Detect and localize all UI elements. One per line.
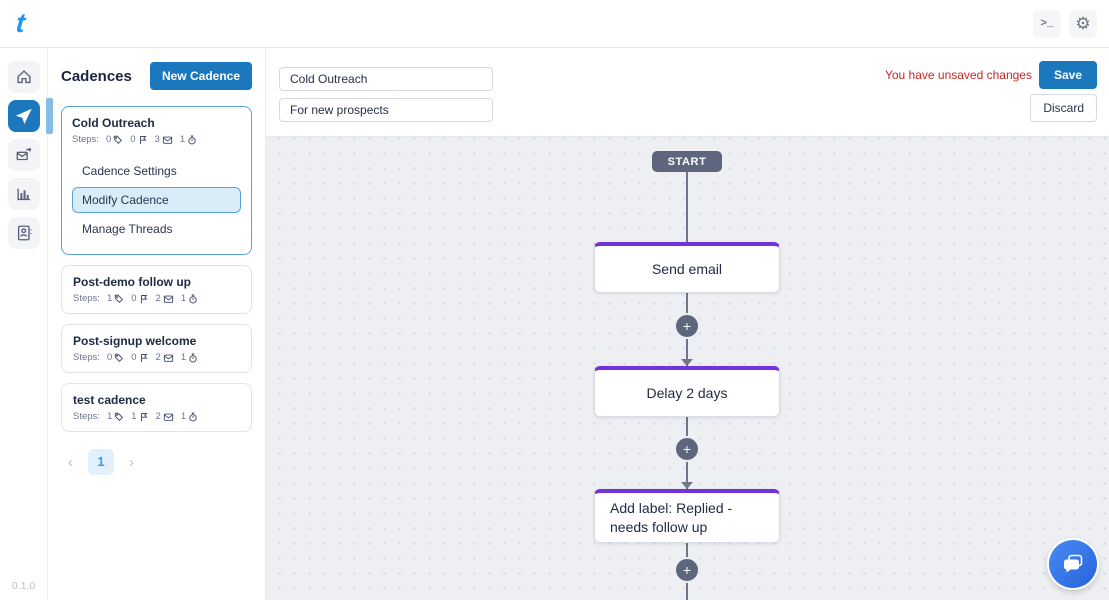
tag-icon [114,135,123,144]
timer-icon [189,294,197,303]
mail-icon [163,295,173,303]
cadence-title: Post-demo follow up [73,275,191,289]
cadence-steps-summary: Steps: 1 1 2 1 [73,411,240,422]
cadence-card-cold-outreach[interactable]: Cold Outreach Steps: 0 0 3 1 Cadence Set… [61,106,252,255]
mail-icon [163,354,173,362]
flow-node-delay[interactable]: Delay 2 days [594,366,780,417]
new-cadence-button[interactable]: New Cadence [149,62,252,90]
cadences-panel: Cadences New Cadence Cold Outreach Steps… [48,48,266,600]
home-icon [16,70,31,84]
pagination-next-button[interactable]: › [129,453,134,471]
sidebar-item-contacts[interactable] [7,217,40,249]
pagination-page-1[interactable]: 1 [88,449,114,475]
sidebar-item-threads[interactable] [7,139,40,171]
cadence-steps-summary: Steps: 1 0 2 1 [73,293,240,304]
menu-item-modify-cadence[interactable]: Modify Cadence [72,187,241,213]
tag-icon [115,294,124,303]
flow-node-add-label[interactable]: Add label: Replied - needs follow up [594,489,780,543]
cadence-steps-summary: Steps: 0 0 3 1 [72,134,241,145]
arrow-down-icon [681,482,693,489]
cadence-menu: Cadence Settings Modify Cadence Manage T… [72,158,241,242]
topbar-actions: >_ ⚙ [1033,9,1097,38]
add-step-button[interactable]: + [674,557,700,583]
add-step-button[interactable]: + [674,436,700,462]
discard-button[interactable]: Discard [1030,94,1097,122]
branch-icon [139,135,147,144]
arrow-down-icon [681,359,693,366]
page-title: Cadences [61,67,132,85]
app-logo: t [14,8,27,38]
pagination: ‹ 1 › [61,449,252,475]
flow-node-send-email[interactable]: Send email [594,242,780,293]
flow-start-node: START [652,151,722,172]
chat-launcher-button[interactable] [1049,540,1097,588]
unsaved-changes-text: You have unsaved changes [884,68,1032,82]
timer-icon [189,353,197,362]
flow-canvas[interactable]: START Send email + Delay 2 days + Add la… [266,137,1109,600]
pagination-prev-button[interactable]: ‹ [68,453,73,471]
send-icon [15,108,32,124]
timer-icon [189,412,197,421]
save-button[interactable]: Save [1038,61,1097,89]
mail-threads-icon [16,147,31,161]
cadence-description-input[interactable] [279,98,493,122]
sidebar-item-cadences[interactable] [7,98,53,134]
cadence-title: Cold Outreach [72,116,155,130]
cadence-title: Post-signup welcome [73,334,197,348]
branch-icon [140,412,148,421]
cadence-card-post-signup[interactable]: Post-signup welcome Steps: 0 0 2 1 [61,324,252,373]
top-bar: t >_ ⚙ [0,0,1109,48]
mail-icon [162,136,172,144]
chat-bubbles-icon [1064,554,1083,573]
app-version: 0.1.0 [11,580,36,592]
sidebar-item-reports[interactable] [7,178,40,210]
menu-item-cadence-settings[interactable]: Cadence Settings [82,164,177,178]
nav-rail: 0.1.0 [0,48,53,600]
cadence-editor: You have unsaved changes Save Discard ST… [266,48,1109,600]
cadence-steps-summary: Steps: 0 0 2 1 [73,352,240,363]
bar-chart-icon [16,188,30,201]
tag-icon [115,353,124,362]
cadence-card-test-cadence[interactable]: test cadence Steps: 1 1 2 1 [61,383,252,432]
gear-icon[interactable]: ⚙ [1069,9,1097,38]
address-book-icon [17,225,31,241]
timer-icon [188,135,196,144]
menu-item-manage-threads[interactable]: Manage Threads [82,222,173,236]
editor-header: You have unsaved changes Save Discard [266,48,1109,137]
cadence-card-post-demo[interactable]: Post-demo follow up Steps: 1 0 2 1 [61,265,252,314]
mail-icon [163,413,173,421]
cadence-name-input[interactable] [279,67,493,91]
tag-icon [115,412,124,421]
terminal-icon[interactable]: >_ [1033,9,1061,38]
branch-icon [140,353,148,362]
sidebar-item-home[interactable] [7,61,40,93]
cadence-title: test cadence [73,393,146,407]
add-step-button[interactable]: + [674,313,700,339]
branch-icon [140,294,148,303]
